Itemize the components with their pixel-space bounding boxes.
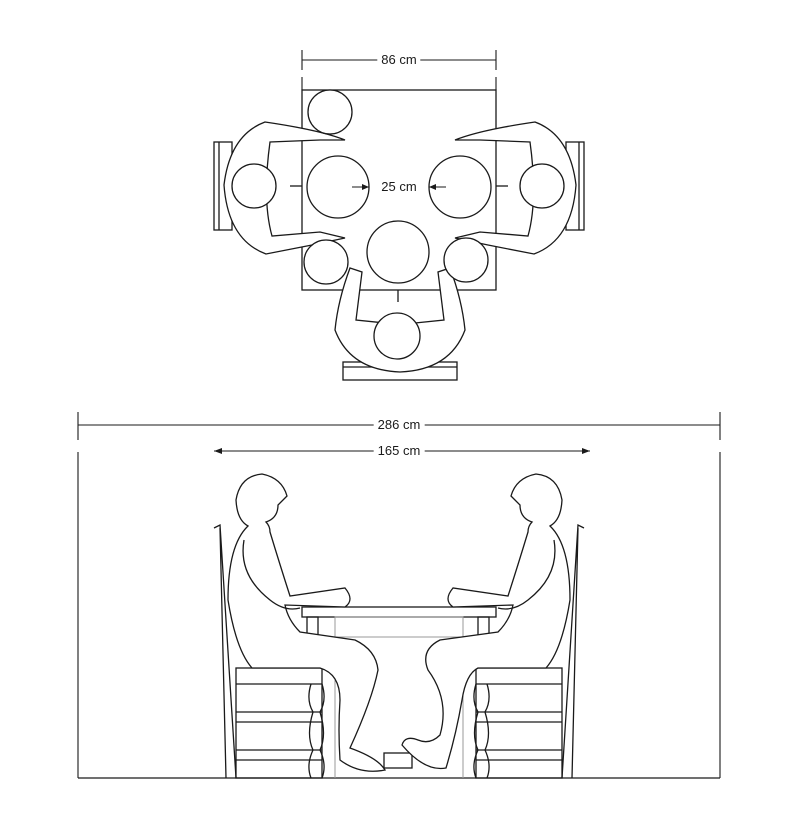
plate-bottom-right	[443, 237, 489, 283]
table-elevation	[301, 606, 497, 778]
plate-center	[366, 220, 430, 284]
person-left-plan	[223, 121, 346, 255]
plan-view	[213, 50, 585, 381]
person-bottom-plan	[334, 267, 466, 373]
label-25cm: 25 cm	[377, 180, 421, 194]
table-top-plan	[301, 89, 497, 291]
plate-bottom-left	[303, 239, 349, 285]
dimension-286cm	[77, 412, 721, 778]
label-86cm: 86 cm	[377, 53, 421, 67]
elevation-view	[77, 412, 721, 779]
label-286cm: 286 cm	[373, 418, 425, 432]
chair-right-elevation	[473, 523, 585, 779]
label-165cm: 165 cm	[373, 444, 425, 458]
dimension-25cm	[352, 184, 446, 190]
plate-top	[307, 89, 353, 135]
person-right-plan	[454, 121, 577, 255]
person-right-elevation	[401, 473, 571, 770]
person-left-elevation	[227, 473, 387, 772]
